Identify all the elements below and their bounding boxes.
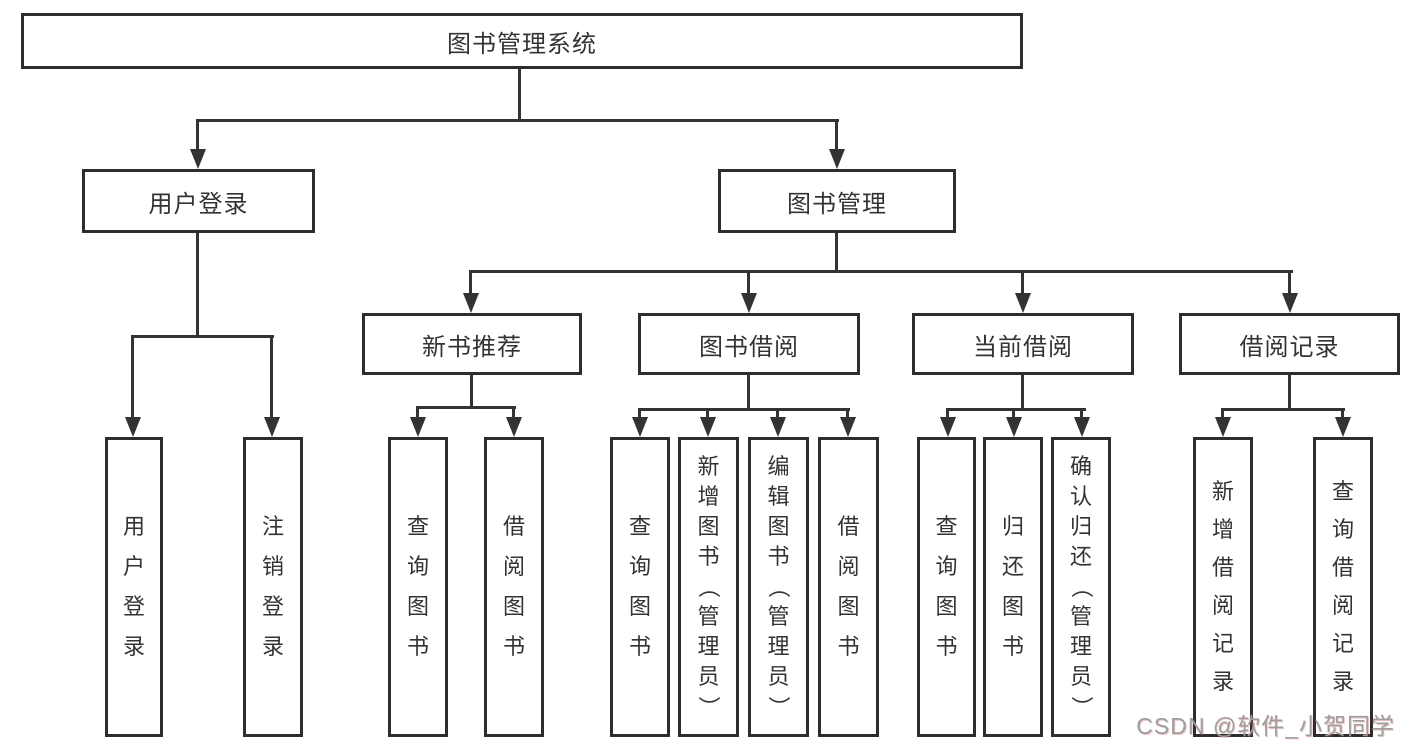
node-label: 查询图书	[935, 514, 958, 659]
arrowhead-icon	[190, 149, 206, 169]
node-query-books-borrowing: 查询图书	[610, 437, 670, 737]
node-label: 图书管理	[787, 190, 887, 218]
node-book-management: 图书管理	[718, 169, 956, 233]
arrowhead-icon	[632, 417, 648, 437]
connector-line	[835, 233, 838, 273]
arrowhead-icon	[125, 417, 141, 437]
node-new-book-recommendation: 新书推荐	[362, 313, 582, 375]
arrowhead-icon	[700, 417, 716, 437]
node-label: 确认归还（管理员）	[1068, 454, 1094, 719]
arrowhead-icon	[506, 417, 522, 437]
node-label: 借阅图书	[502, 514, 525, 659]
connector-line	[706, 408, 709, 420]
node-add-borrow-record: 新增借阅记录	[1193, 437, 1253, 737]
node-label: 新增借阅记录	[1211, 479, 1234, 694]
connector-line	[776, 408, 779, 420]
csdn-watermark: CSDN @软件_小贺同学	[1136, 713, 1395, 739]
node-label: 图书管理系统	[447, 30, 597, 58]
node-label: 查询借阅记录	[1331, 479, 1354, 694]
connector-line	[747, 375, 750, 411]
node-logout: 注销登录	[243, 437, 303, 737]
connector-line	[196, 233, 199, 338]
connector-line	[469, 270, 472, 295]
arrowhead-icon	[1015, 293, 1031, 313]
node-label: 新书推荐	[422, 333, 522, 361]
node-label: 用户登录	[122, 514, 145, 659]
connector-line	[638, 408, 850, 411]
connector-line	[1080, 408, 1083, 420]
arrowhead-icon	[741, 293, 757, 313]
connector-line	[638, 408, 641, 420]
connector-line	[1221, 408, 1345, 411]
node-label: 注销登录	[261, 514, 284, 659]
connector-line	[416, 406, 516, 409]
node-label: 编辑图书（管理员）	[766, 454, 792, 719]
arrowhead-icon	[770, 417, 786, 437]
connector-line	[470, 375, 473, 409]
connector-line	[946, 408, 949, 420]
node-borrowing-records: 借阅记录	[1179, 313, 1400, 375]
node-book-borrowing: 图书借阅	[638, 313, 860, 375]
arrowhead-icon	[1215, 417, 1231, 437]
connector-line	[1221, 408, 1224, 420]
node-user-login: 用户登录	[82, 169, 315, 233]
connector-line	[131, 335, 134, 421]
connector-line	[132, 335, 274, 338]
connector-line	[270, 335, 273, 421]
arrowhead-icon	[410, 417, 426, 437]
arrowhead-icon	[1074, 417, 1090, 437]
arrowhead-icon	[1335, 417, 1351, 437]
node-return-books: 归还图书	[983, 437, 1043, 737]
node-label: 查询图书	[406, 514, 429, 659]
connector-line	[846, 408, 849, 420]
arrowhead-icon	[1282, 293, 1298, 313]
arrowhead-icon	[463, 293, 479, 313]
connector-line	[1021, 375, 1024, 411]
connector-line	[1012, 408, 1015, 420]
connector-line	[1288, 375, 1291, 411]
node-confirm-return-admin: 确认归还（管理员）	[1051, 437, 1111, 737]
arrowhead-icon	[829, 149, 845, 169]
node-label: 查询图书	[628, 514, 651, 659]
connector-line	[1288, 270, 1291, 295]
node-label: 借阅记录	[1239, 333, 1340, 361]
node-label: 新增图书（管理员）	[696, 454, 722, 719]
arrowhead-icon	[940, 417, 956, 437]
node-borrow-books: 借阅图书	[818, 437, 879, 737]
node-edit-books-admin: 编辑图书（管理员）	[748, 437, 809, 737]
connector-line	[1341, 408, 1344, 420]
node-current-borrowing: 当前借阅	[912, 313, 1134, 375]
arrowhead-icon	[264, 417, 280, 437]
node-library-management-system: 图书管理系统	[21, 13, 1023, 69]
node-label: 借阅图书	[837, 514, 860, 659]
node-label: 归还图书	[1001, 514, 1024, 659]
node-label: 图书借阅	[699, 333, 799, 361]
node-label: 当前借阅	[973, 333, 1073, 361]
connector-line	[1021, 270, 1024, 295]
connector-line	[946, 408, 1086, 411]
node-query-borrow-record: 查询借阅记录	[1313, 437, 1373, 737]
connector-line	[416, 406, 419, 420]
connector-line	[747, 270, 750, 295]
connector-line	[835, 119, 838, 153]
connector-line	[469, 270, 1293, 273]
connector-line	[518, 69, 521, 122]
connector-line	[196, 119, 839, 122]
connector-line	[196, 119, 199, 153]
node-query-books-current: 查询图书	[917, 437, 976, 737]
connector-line	[512, 406, 515, 420]
arrowhead-icon	[840, 417, 856, 437]
arrowhead-icon	[1006, 417, 1022, 437]
node-borrow-books-recommend: 借阅图书	[484, 437, 544, 737]
node-query-books-recommend: 查询图书	[388, 437, 448, 737]
node-add-books-admin: 新增图书（管理员）	[678, 437, 739, 737]
node-user-login-leaf: 用户登录	[105, 437, 163, 737]
node-label: 用户登录	[148, 190, 249, 218]
